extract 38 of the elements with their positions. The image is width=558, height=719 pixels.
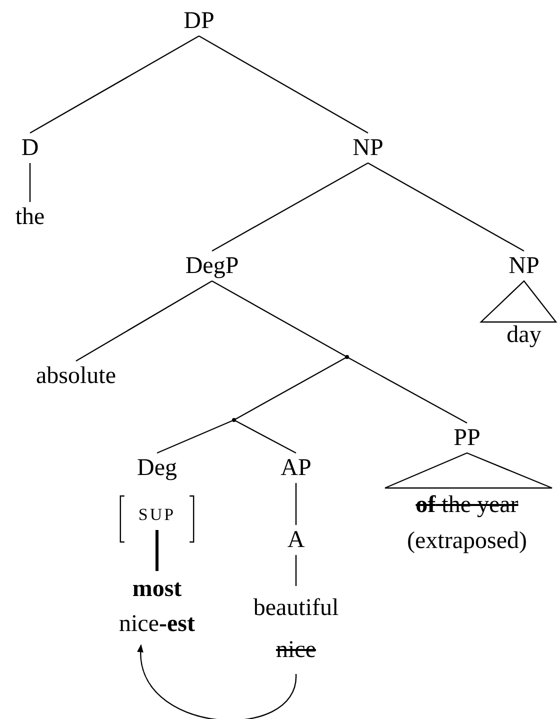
tree-branch xyxy=(198,35,368,134)
movement-arrow xyxy=(138,644,297,719)
tree-branch xyxy=(346,356,468,424)
category-label: NP xyxy=(508,252,540,280)
tree-branch xyxy=(234,356,348,421)
tree-branch xyxy=(212,280,348,358)
word-label: nice xyxy=(276,636,316,665)
word-label: the xyxy=(15,203,45,231)
tree-branch xyxy=(29,163,31,202)
tree-branch xyxy=(30,35,200,134)
tree-branch xyxy=(234,419,296,454)
feature-label: SUP xyxy=(138,501,176,529)
tree-branch xyxy=(368,162,524,252)
tree-branch xyxy=(212,162,368,252)
category-label: D xyxy=(21,134,39,162)
word-label: nice-est xyxy=(119,610,195,639)
tree-branch xyxy=(295,483,297,525)
word-label: of the year xyxy=(416,491,518,520)
annotation-label: (extraposed) xyxy=(407,527,527,556)
branch-point xyxy=(232,418,236,422)
tree-branch xyxy=(156,530,158,571)
word-label: absolute xyxy=(36,362,116,390)
category-label: NP xyxy=(352,134,384,162)
category-label: Deg xyxy=(137,454,177,482)
category-label: DegP xyxy=(185,252,239,280)
tree-branch xyxy=(295,555,297,586)
word-label: day xyxy=(506,321,542,349)
branch-point xyxy=(345,355,349,359)
tree-branch xyxy=(76,280,212,362)
tree-branch xyxy=(156,419,234,454)
triangle-branch xyxy=(480,280,558,323)
word-label: beautiful xyxy=(253,594,339,623)
category-label: A xyxy=(287,526,305,554)
word-label: most xyxy=(132,575,182,604)
category-label: DP xyxy=(184,7,214,35)
category-label: PP xyxy=(454,424,480,452)
triangle-branch xyxy=(384,452,553,489)
category-label: AP xyxy=(280,454,312,482)
